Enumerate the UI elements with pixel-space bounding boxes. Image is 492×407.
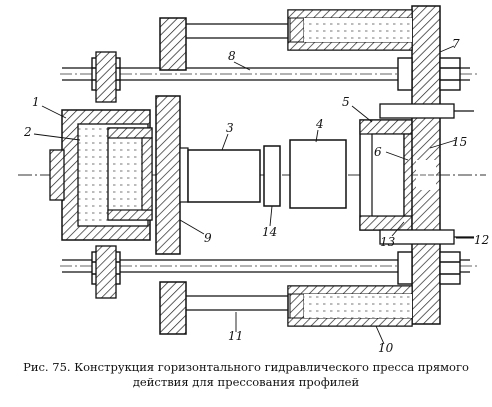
label-13: 13 [380,235,396,249]
billet [289,139,347,209]
moving-crosshead [155,95,181,255]
label-9: 9 [204,231,212,245]
front-crosshead [411,5,441,325]
figure-caption: Рис. 75. Конструкция горизонтального гид… [0,360,492,390]
leader-lines [33,45,474,345]
label-1: 1 [32,95,40,109]
left-bottom-flange [95,245,117,299]
label-15: 15 [452,135,467,149]
label-12: 12 [474,233,489,247]
caption-line-2: действия для прессования профилей [132,375,360,389]
label-7: 7 [452,37,460,51]
press-washer [263,145,281,207]
label-8: 8 [228,49,236,63]
label-4: 4 [315,117,324,131]
label-5: 5 [342,95,350,109]
plunger [107,127,153,221]
label-2: 2 [23,125,32,139]
right-nuts [397,57,461,285]
press-stem [187,149,261,203]
caption-line-1: Рис. 75. Конструкция горизонтального гид… [23,360,469,374]
label-14: 14 [262,225,277,239]
top-return-cylinder [159,9,413,71]
container-bolts [379,103,474,245]
label-10: 10 [378,341,394,352]
bottom-return-cylinder [159,281,413,335]
label-6: 6 [374,145,382,159]
label-3: 3 [226,121,234,135]
label-11: 11 [228,329,243,343]
left-top-flange [95,51,117,103]
press-diagram: 1 2 3 4 5 6 7 8 9 10 11 12 13 14 15 [18,5,489,352]
